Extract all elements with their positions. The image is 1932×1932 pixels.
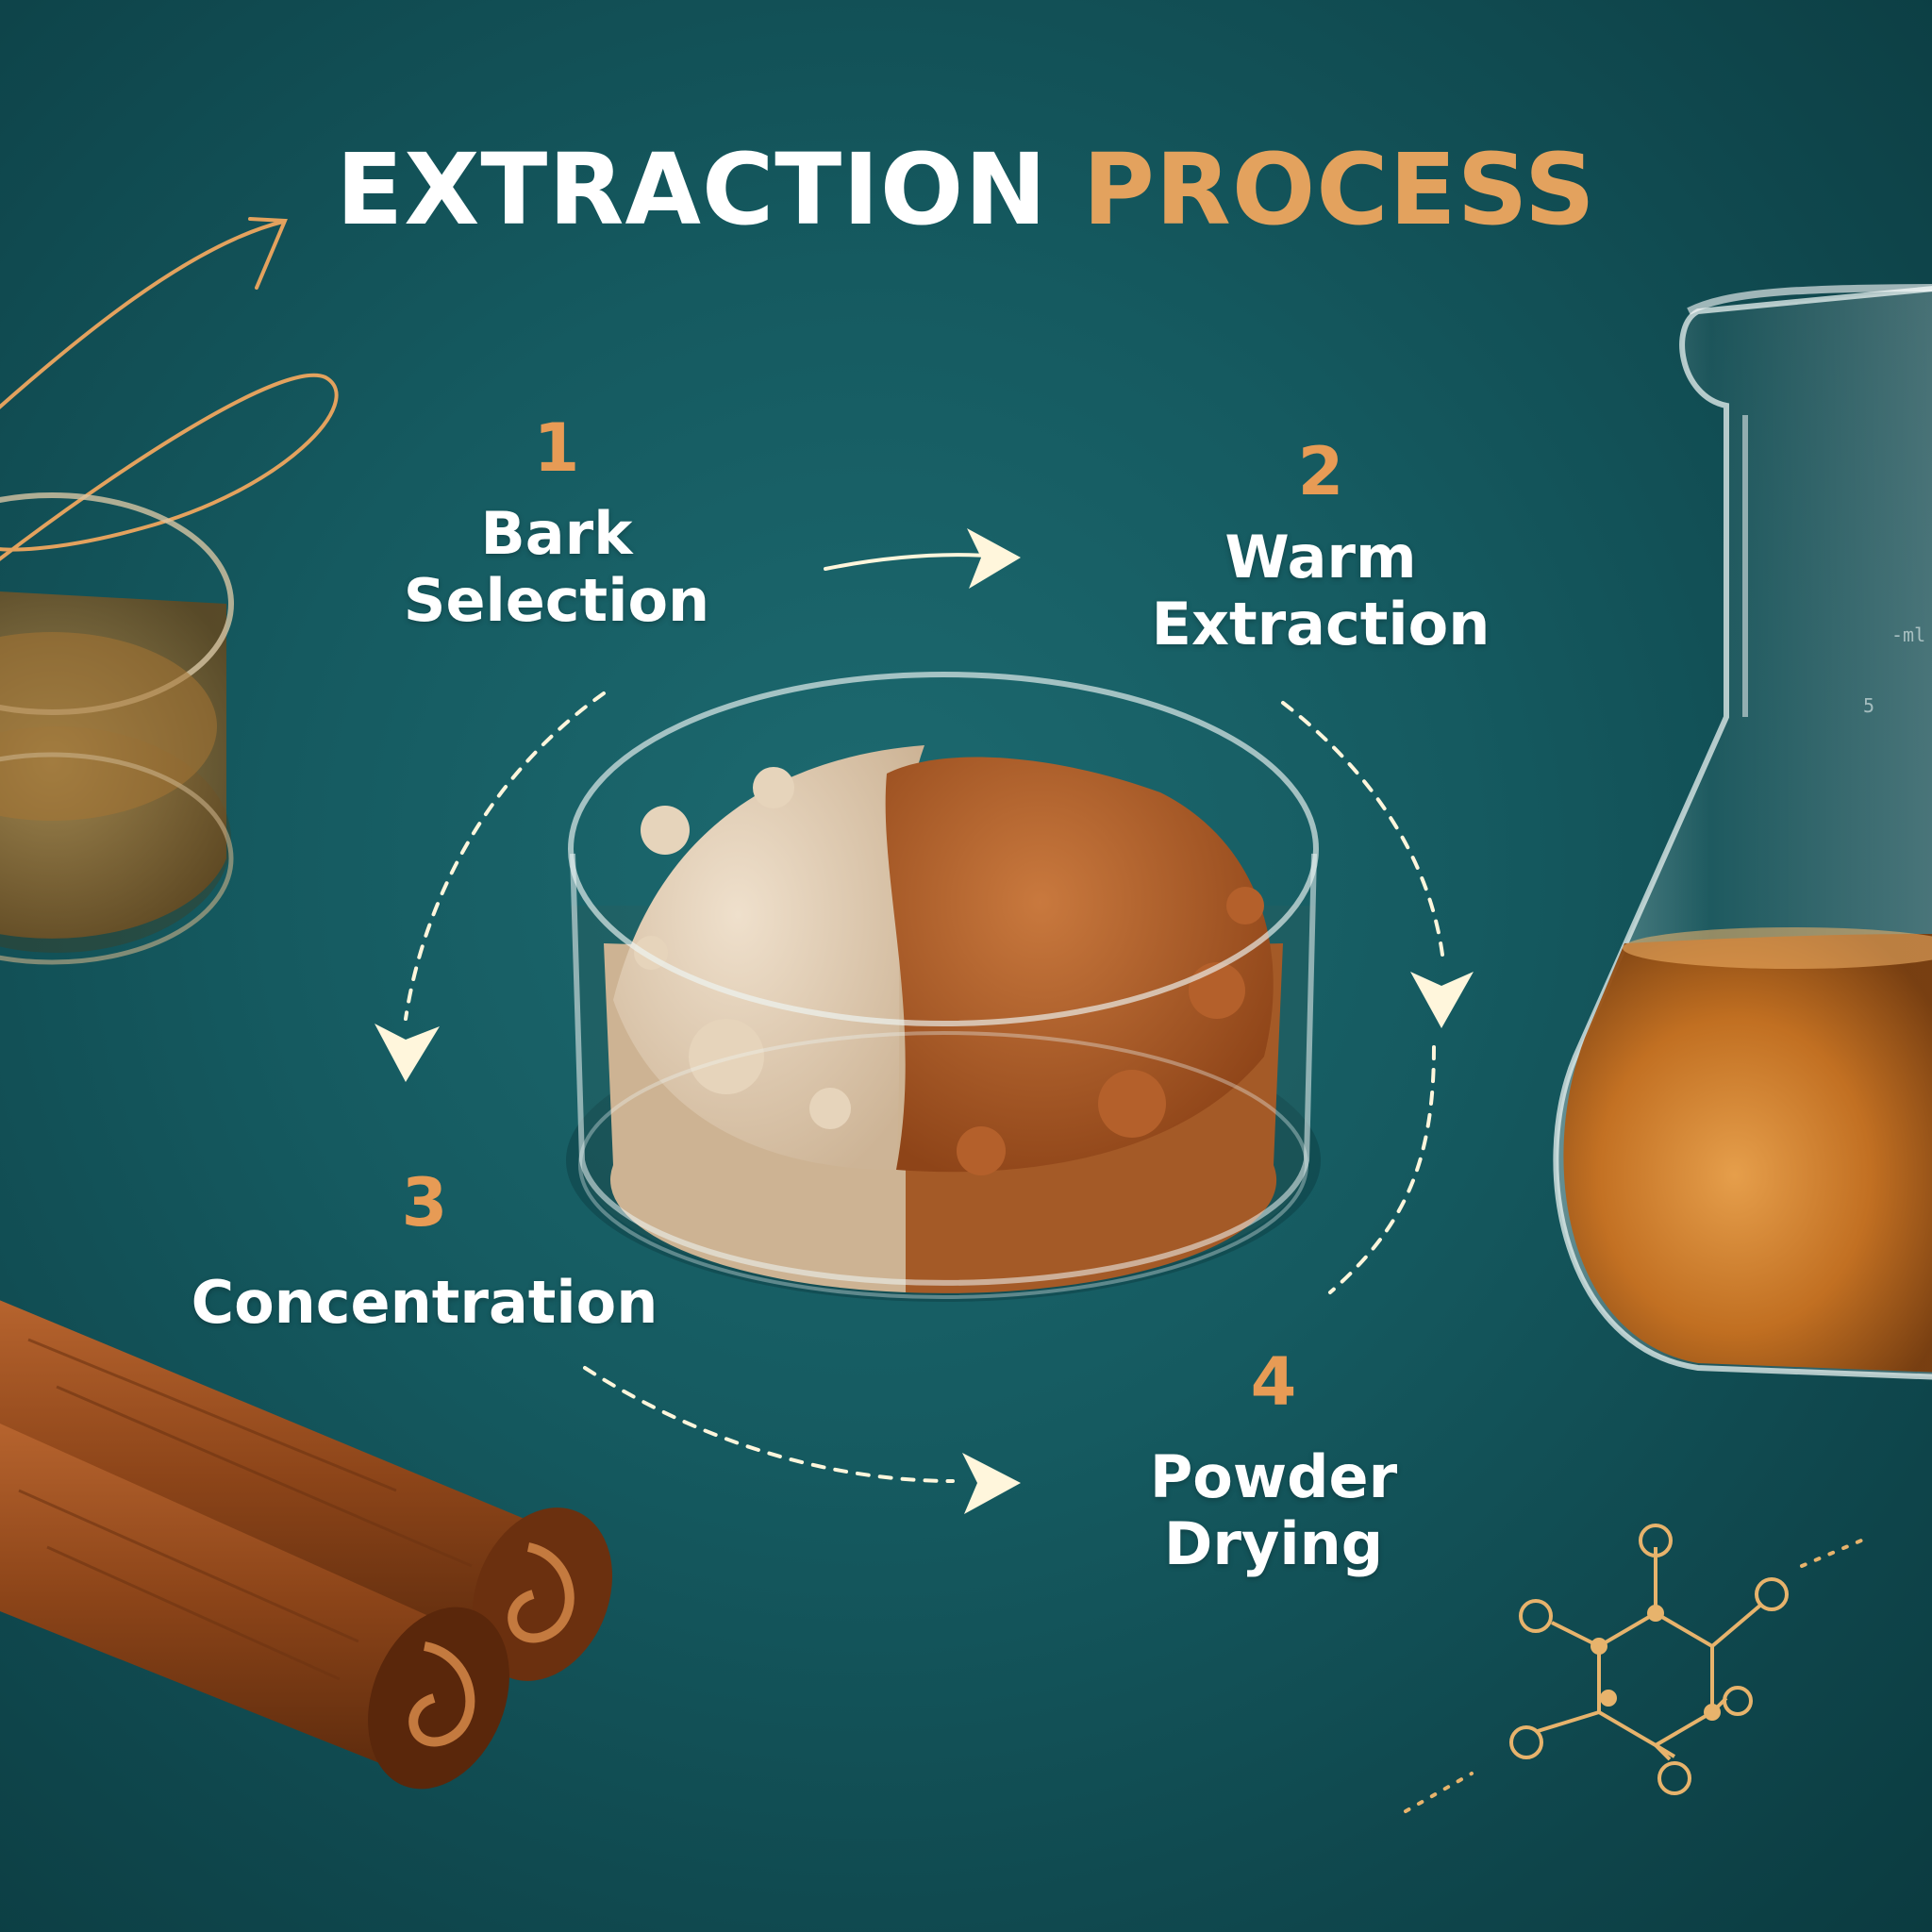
step-4: 4 Powder Drying [1113,1349,1434,1578]
step-2-label: Warm Extraction [1151,523,1491,659]
step-4-number: 4 [1250,1343,1297,1421]
flow-arrows [404,553,1445,1483]
step-1-number: 1 [533,409,580,487]
arrow-2-to-4 [1281,701,1445,964]
decorative-swirl-arrow-icon [0,217,339,561]
cinnamon-sticks-icon [0,1300,613,1790]
step-1-label: Bark Selection [403,499,710,636]
step-3: 3 Concentration [170,1170,679,1336]
title-part-process: PROCESS [1082,132,1596,247]
step-4-label: Powder Drying [1149,1442,1398,1579]
title-part-extraction: EXTRACTION [336,132,1048,247]
arrow-heads [375,528,1474,1514]
arrow-1-to-3 [404,691,606,1021]
petri-dish-icon [566,672,1321,1302]
molecule-icon [1404,1524,1870,1813]
arrow-4-return [1328,1045,1436,1294]
glass-dish-icon [0,492,234,965]
step-3-label: Concentration [191,1268,658,1337]
svg-text:5: 5 [1863,694,1874,717]
step-3-number: 3 [401,1164,448,1241]
arrow-1-to-2 [824,553,1002,571]
beaker-icon: -ml 5 [1553,284,1932,1380]
svg-text:-ml: -ml [1891,624,1925,646]
step-1: 1 Bark Selection [396,415,717,635]
step-2: 2 Warm Extraction [1132,439,1509,658]
step-2-number: 2 [1297,433,1344,510]
page-title: EXTRACTION PROCESS [0,132,1932,247]
arrow-3-to-4 [583,1366,955,1483]
